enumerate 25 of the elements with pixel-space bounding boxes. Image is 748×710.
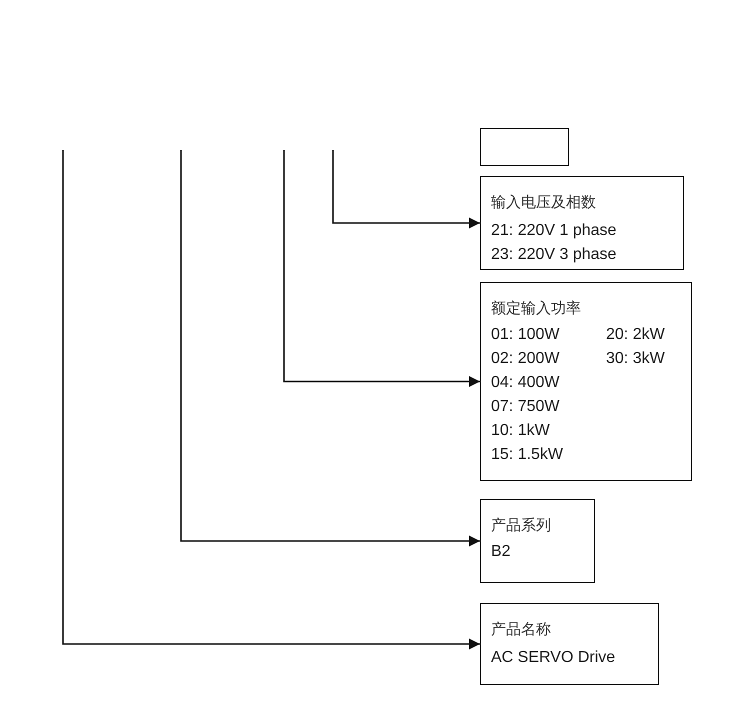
option-text: 21: 220V 1 phase	[491, 221, 616, 241]
box-heading: 产品系列	[491, 516, 551, 536]
info-box	[480, 603, 659, 685]
option-text: 20: 2kW	[606, 325, 665, 345]
arrow	[180, 150, 480, 547]
option-text: 07: 750W	[491, 397, 560, 417]
info-box	[480, 282, 692, 481]
option-text: B2	[491, 542, 511, 562]
arrow	[283, 150, 480, 388]
arrow	[62, 150, 480, 650]
option-text: 23: 220V 3 phase	[491, 245, 616, 265]
option-text: 10: 1kW	[491, 421, 550, 441]
empty-box	[480, 128, 569, 166]
box-heading: 额定输入功率	[491, 299, 581, 319]
option-text: 04: 400W	[491, 373, 560, 393]
option-text: AC SERVO Drive	[491, 648, 616, 668]
box-heading: 输入电压及相数	[491, 193, 596, 213]
option-text: 02: 200W	[491, 349, 560, 369]
option-text: 01: 100W	[491, 325, 560, 345]
option-text: 30: 3kW	[606, 349, 665, 369]
info-box	[480, 176, 684, 270]
arrow	[332, 150, 480, 229]
info-box	[480, 499, 595, 583]
option-text: 15: 1.5kW	[491, 445, 564, 465]
box-heading: 产品名称	[491, 620, 551, 640]
